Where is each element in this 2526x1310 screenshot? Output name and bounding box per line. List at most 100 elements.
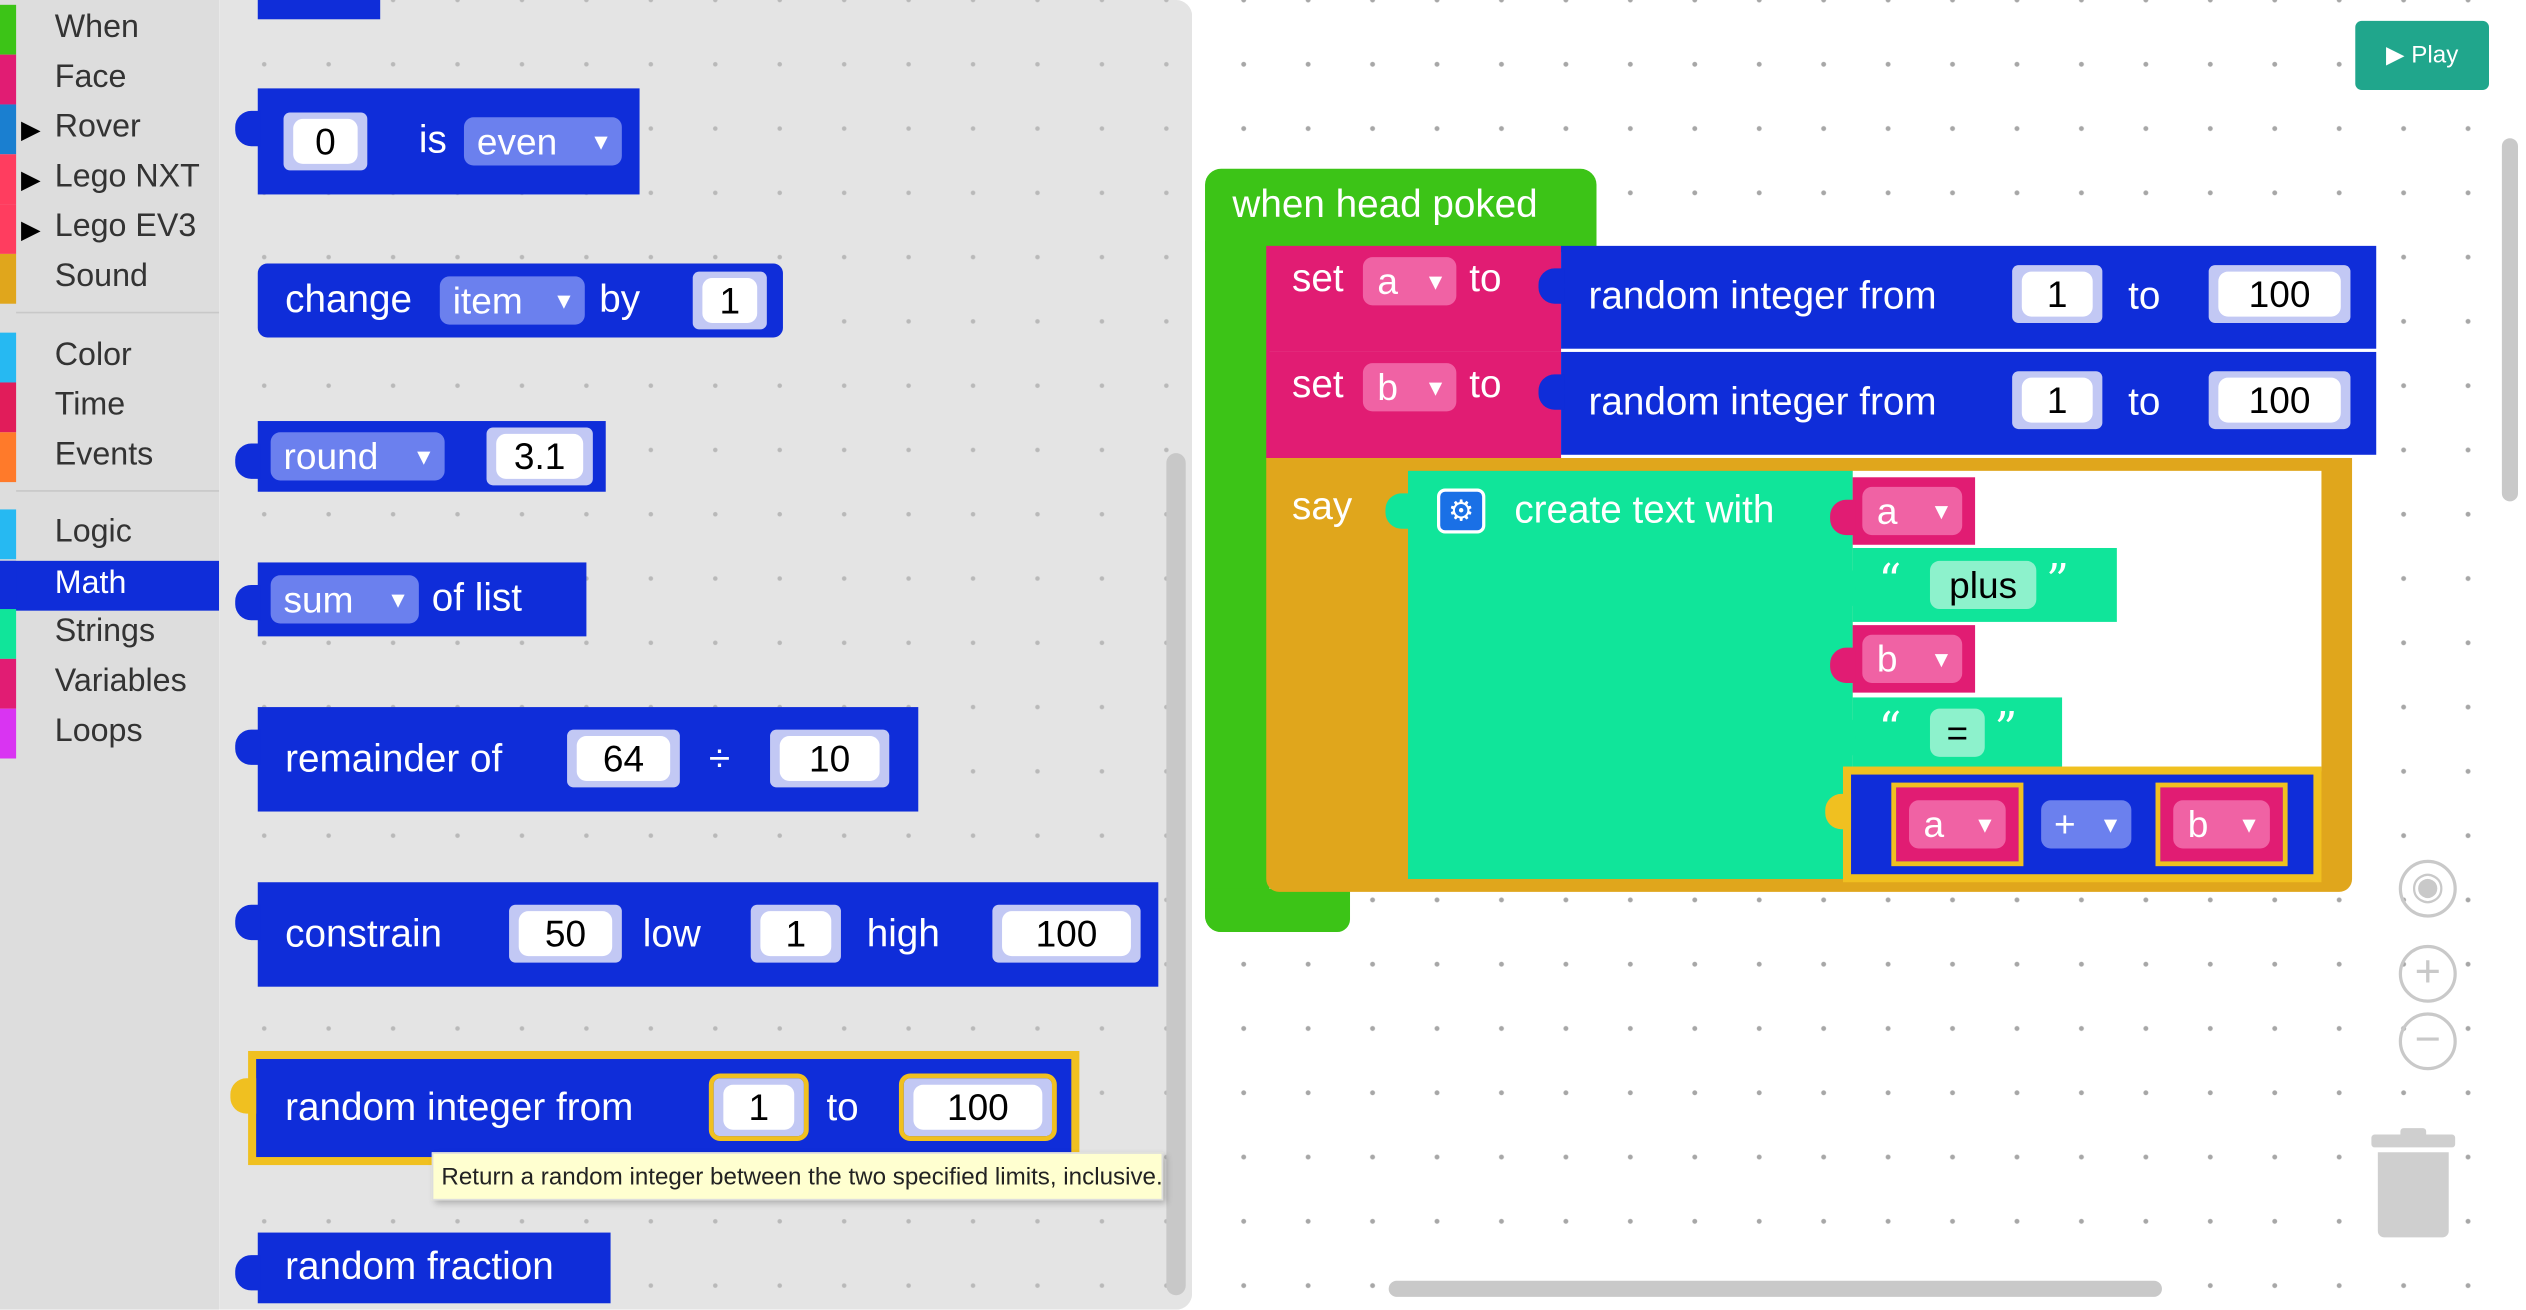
trash-handle bbox=[2400, 1128, 2427, 1137]
block-text: to bbox=[1469, 257, 1502, 301]
number-field[interactable]: 1 bbox=[692, 271, 767, 330]
category-sound[interactable]: Sound bbox=[0, 253, 219, 304]
number-field[interactable]: 10 bbox=[770, 729, 890, 788]
block-change-by[interactable]: change item▼ by 1 bbox=[257, 263, 783, 338]
number-field[interactable]: 1 bbox=[708, 1073, 809, 1141]
category-rover[interactable]: ▶Rover bbox=[0, 104, 219, 155]
category-lego-nxt[interactable]: ▶Lego NXT bbox=[0, 154, 219, 205]
category-color[interactable]: Color bbox=[0, 332, 219, 383]
trash-icon[interactable] bbox=[2371, 1128, 2456, 1238]
block-create-text[interactable]: ⚙ create text with bbox=[1385, 470, 1853, 880]
block-arithmetic[interactable]: a▼ +▼ b▼ bbox=[1825, 766, 2322, 883]
block-set-a[interactable]: set a▼ to bbox=[1266, 245, 1562, 352]
block-when-head-poked[interactable]: when head poked bbox=[1205, 168, 1597, 253]
number-value[interactable]: 1 bbox=[2021, 377, 2093, 423]
text-field[interactable]: plus bbox=[1929, 560, 2037, 610]
number-value[interactable]: 3.1 bbox=[496, 433, 584, 479]
number-field[interactable]: 3.1 bbox=[486, 427, 593, 486]
category-swatch bbox=[0, 253, 17, 304]
variable-dropdown[interactable]: b▼ bbox=[2173, 800, 2270, 849]
block-variable-a[interactable]: a▼ bbox=[1830, 477, 1976, 545]
category-logic[interactable]: Logic bbox=[0, 509, 219, 560]
number-value[interactable]: 0 bbox=[293, 118, 358, 164]
text-field[interactable]: = bbox=[1929, 708, 1985, 757]
category-loops[interactable]: Loops bbox=[0, 708, 219, 759]
block-is-even[interactable]: 0 is even▼ bbox=[235, 88, 640, 195]
expand-arrow-icon[interactable]: ▶ bbox=[20, 216, 41, 245]
variable-dropdown[interactable]: a▼ bbox=[1362, 257, 1457, 306]
number-value[interactable]: 1 bbox=[760, 911, 832, 957]
caret-down-icon: ▼ bbox=[1424, 374, 1447, 401]
number-value[interactable]: 10 bbox=[779, 736, 880, 782]
category-time[interactable]: Time bbox=[0, 382, 219, 433]
toolbox-separator bbox=[16, 311, 220, 314]
number-field[interactable]: 100 bbox=[2208, 371, 2351, 430]
number-value[interactable]: 1 bbox=[2021, 271, 2093, 317]
number-field[interactable]: 50 bbox=[509, 904, 622, 963]
number-field[interactable]: 1 bbox=[2012, 371, 2103, 430]
number-value[interactable]: 1 bbox=[723, 1084, 795, 1130]
block-remainder[interactable]: remainder of 64 ÷ 10 bbox=[235, 707, 919, 812]
block-text: random fraction bbox=[285, 1245, 554, 1289]
number-value[interactable]: 100 bbox=[2218, 271, 2341, 317]
number-field[interactable]: 1 bbox=[750, 904, 841, 963]
number-value[interactable]: 100 bbox=[913, 1084, 1043, 1130]
play-button[interactable]: ▶ Play bbox=[2355, 20, 2489, 90]
number-value[interactable]: 1 bbox=[702, 278, 758, 324]
flyout-scrollbar[interactable] bbox=[1166, 453, 1186, 1296]
property-dropdown[interactable]: even▼ bbox=[463, 117, 622, 166]
expand-arrow-icon[interactable]: ▶ bbox=[20, 117, 41, 145]
operation-dropdown[interactable]: round▼ bbox=[270, 432, 445, 481]
variable-dropdown[interactable]: b▼ bbox=[1862, 634, 1963, 683]
workspace-horizontal-scrollbar[interactable] bbox=[1388, 1280, 2162, 1297]
block-variable-a[interactable]: a▼ bbox=[1891, 782, 2024, 867]
number-field[interactable]: 0 bbox=[283, 112, 368, 171]
number-field[interactable]: 1 bbox=[2012, 265, 2103, 324]
partial-block[interactable] bbox=[257, 0, 381, 20]
category-face[interactable]: Face bbox=[0, 54, 219, 105]
number-field[interactable]: 100 bbox=[992, 904, 1141, 963]
block-random-fraction[interactable]: random fraction bbox=[235, 1232, 611, 1304]
recenter-icon[interactable]: ◉ bbox=[2398, 859, 2457, 918]
block-random-integer[interactable]: random integer from 1 to 100 bbox=[1538, 351, 2377, 455]
number-value[interactable]: 100 bbox=[2218, 377, 2341, 423]
operator-dropdown[interactable]: +▼ bbox=[2041, 800, 2132, 849]
category-variables[interactable]: Variables bbox=[0, 658, 219, 709]
number-field[interactable]: 100 bbox=[2208, 265, 2351, 324]
variable-dropdown[interactable]: b▼ bbox=[1362, 363, 1457, 412]
number-value[interactable]: 64 bbox=[576, 736, 671, 782]
zoom-in-icon[interactable]: + bbox=[2398, 944, 2457, 1003]
workspace-vertical-scrollbar[interactable] bbox=[2501, 138, 2518, 502]
number-value[interactable]: 100 bbox=[1002, 911, 1131, 957]
zoom-out-icon[interactable]: − bbox=[2398, 1012, 2457, 1071]
block-constrain[interactable]: constrain 50 low 1 high 100 bbox=[235, 882, 1159, 987]
expand-arrow-icon[interactable]: ▶ bbox=[20, 167, 41, 195]
gear-icon[interactable]: ⚙ bbox=[1437, 488, 1486, 534]
block-variable-b[interactable]: b▼ bbox=[1830, 625, 1976, 693]
variable-dropdown[interactable]: item▼ bbox=[439, 276, 585, 325]
number-value[interactable]: 50 bbox=[518, 911, 613, 957]
operation-dropdown[interactable]: sum▼ bbox=[270, 575, 419, 624]
block-variable-b[interactable]: b▼ bbox=[2155, 782, 2288, 867]
category-swatch bbox=[0, 54, 17, 105]
number-field[interactable]: 64 bbox=[567, 729, 680, 788]
block-random-integer[interactable]: random integer from 1 to 100 bbox=[1538, 245, 2377, 349]
number-field[interactable]: 100 bbox=[898, 1073, 1057, 1141]
category-strings[interactable]: Strings bbox=[0, 609, 219, 659]
block-output-connector bbox=[235, 1255, 261, 1291]
close-quote-icon: ” bbox=[2045, 554, 2070, 608]
category-when[interactable]: When bbox=[0, 4, 219, 55]
block-text: of list bbox=[431, 576, 522, 621]
block-round[interactable]: round▼ 3.1 bbox=[235, 421, 606, 492]
block-random-integer[interactable]: random integer from 1 to 100 bbox=[230, 1050, 1080, 1166]
category-events[interactable]: Events bbox=[0, 432, 219, 483]
category-math[interactable]: Math bbox=[0, 560, 220, 611]
variable-dropdown[interactable]: a▼ bbox=[1862, 486, 1963, 536]
variable-dropdown[interactable]: a▼ bbox=[1909, 800, 2006, 849]
block-set-b[interactable]: set b▼ to bbox=[1266, 351, 1562, 458]
category-lego-ev3[interactable]: ▶Lego EV3 bbox=[0, 204, 219, 254]
block-output-connector bbox=[1538, 374, 1565, 410]
block-math-on-list[interactable]: sum▼ of list bbox=[235, 562, 587, 637]
block-text-literal[interactable]: “ = ” bbox=[1830, 697, 2063, 769]
block-text-literal[interactable]: “ plus ” bbox=[1830, 547, 2117, 622]
